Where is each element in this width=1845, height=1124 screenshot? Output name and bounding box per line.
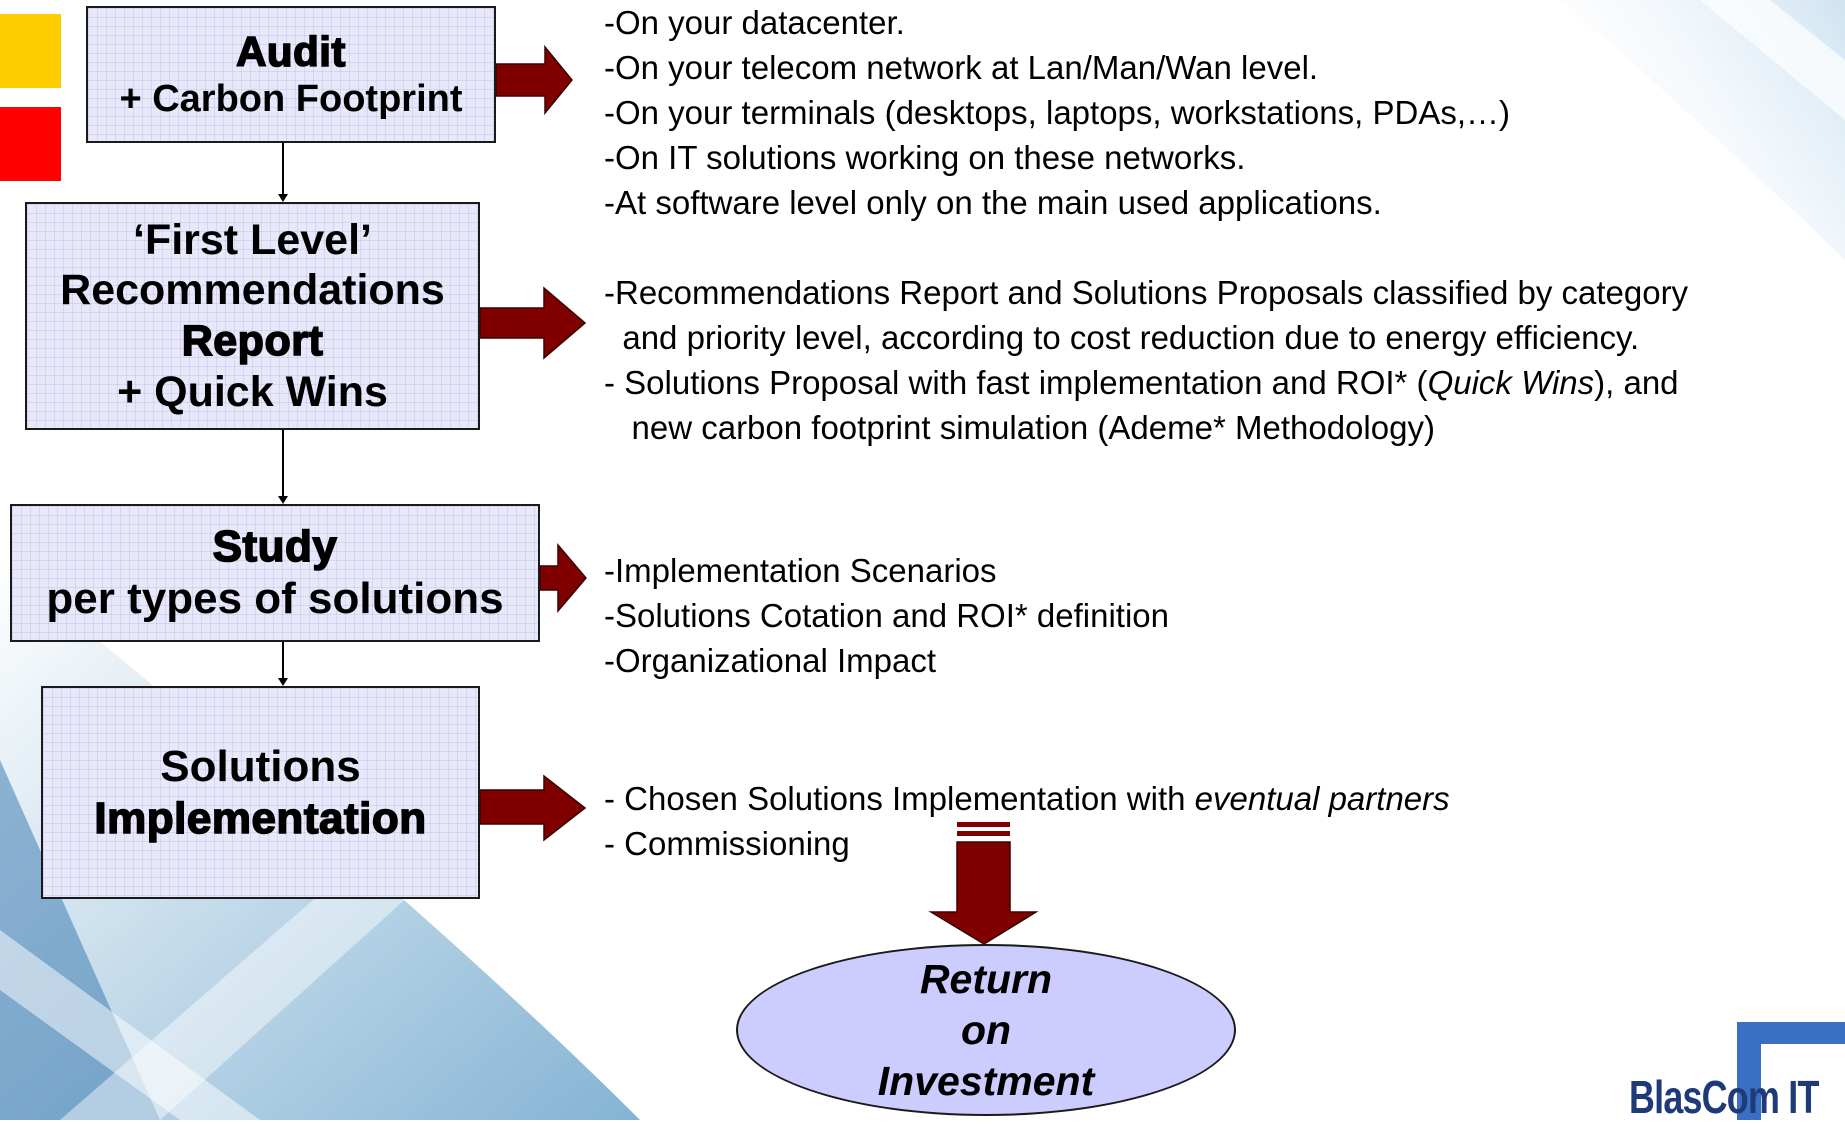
blascom-logo: BlasCom IT bbox=[1595, 1022, 1845, 1123]
study-detail-line: -Organizational Impact bbox=[604, 642, 936, 679]
down-connector-report-study bbox=[278, 430, 288, 504]
red-accent-square bbox=[0, 107, 61, 181]
report-line-recommendations: Recommendations bbox=[60, 266, 445, 315]
audit-details: -On your datacenter. -On your telecom ne… bbox=[604, 0, 1510, 225]
report-detail-line-quick-wins: - Solutions Proposal with fast implement… bbox=[604, 360, 1688, 405]
report-detail-line: -Recommendations Report and Solutions Pr… bbox=[604, 274, 1689, 311]
arrow-study bbox=[539, 542, 587, 614]
yellow-accent-square bbox=[0, 14, 61, 88]
implementation-title: Implementation bbox=[94, 793, 427, 844]
logo-mark-inner bbox=[1761, 1044, 1845, 1120]
audit-detail-line: -At software level only on the main used… bbox=[604, 184, 1382, 221]
implementation-details: - Chosen Solutions Implementation with e… bbox=[604, 776, 1450, 866]
report-detail-text: - Solutions Proposal with fast implement… bbox=[604, 364, 1428, 401]
arrow-report bbox=[479, 286, 587, 360]
report-detail-text: ), and bbox=[1594, 364, 1679, 401]
report-line-quick-wins: + Quick Wins bbox=[117, 367, 388, 416]
audit-detail-line: -On your telecom network at Lan/Man/Wan … bbox=[604, 49, 1319, 86]
report-line-first-level: ‘First Level’ bbox=[133, 215, 372, 264]
implementation-detail-text: - Chosen Solutions Implementation with bbox=[604, 780, 1195, 817]
eventual-partners-italic: eventual partners bbox=[1194, 780, 1450, 817]
study-title: Study bbox=[212, 521, 338, 572]
audit-subtitle: + Carbon Footprint bbox=[119, 77, 463, 120]
arrow-implementation bbox=[479, 774, 587, 842]
arrow-audit bbox=[495, 44, 573, 116]
study-subtitle: per types of solutions bbox=[46, 574, 504, 623]
audit-title: Audit bbox=[235, 28, 346, 77]
quick-wins-italic: Quick Wins bbox=[1427, 364, 1595, 401]
report-title: Report bbox=[181, 316, 324, 366]
audit-detail-line: -On IT solutions working on these networ… bbox=[604, 139, 1246, 176]
audit-detail-line: -On your terminals (desktops, laptops, w… bbox=[604, 94, 1510, 131]
result-line: Return bbox=[919, 955, 1053, 1002]
study-detail-line: -Solutions Cotation and ROI* definition bbox=[604, 597, 1169, 634]
audit-detail-line: -On your datacenter. bbox=[604, 4, 905, 41]
report-box: ‘First Level’ Recommendations Report + Q… bbox=[25, 202, 480, 430]
result-line: on bbox=[960, 1006, 1012, 1053]
study-box: Study per types of solutions bbox=[10, 504, 540, 642]
logo-text: BlasCom IT bbox=[1629, 1071, 1819, 1123]
implementation-line-solutions: Solutions bbox=[160, 741, 361, 791]
report-detail-line: new carbon footprint simulation (Ademe* … bbox=[604, 409, 1435, 446]
implementation-detail-line: - Chosen Solutions Implementation with e… bbox=[604, 776, 1450, 821]
report-detail-line: and priority level, according to cost re… bbox=[604, 319, 1640, 356]
study-details: -Implementation Scenarios -Solutions Cot… bbox=[604, 548, 1169, 683]
implementation-detail-line: - Commissioning bbox=[604, 825, 850, 862]
down-connector-study-impl bbox=[278, 642, 288, 686]
arrow-to-return bbox=[928, 822, 1039, 945]
report-details: -Recommendations Report and Solutions Pr… bbox=[604, 270, 1688, 450]
audit-box: Audit + Carbon Footprint bbox=[86, 6, 496, 143]
study-detail-line: -Implementation Scenarios bbox=[604, 552, 997, 589]
implementation-box: Solutions Implementation bbox=[41, 686, 480, 899]
return-on-investment-ellipse: Return on Investment bbox=[736, 944, 1236, 1116]
down-connector-audit-report bbox=[278, 143, 288, 202]
result-line: Investment bbox=[877, 1057, 1095, 1104]
